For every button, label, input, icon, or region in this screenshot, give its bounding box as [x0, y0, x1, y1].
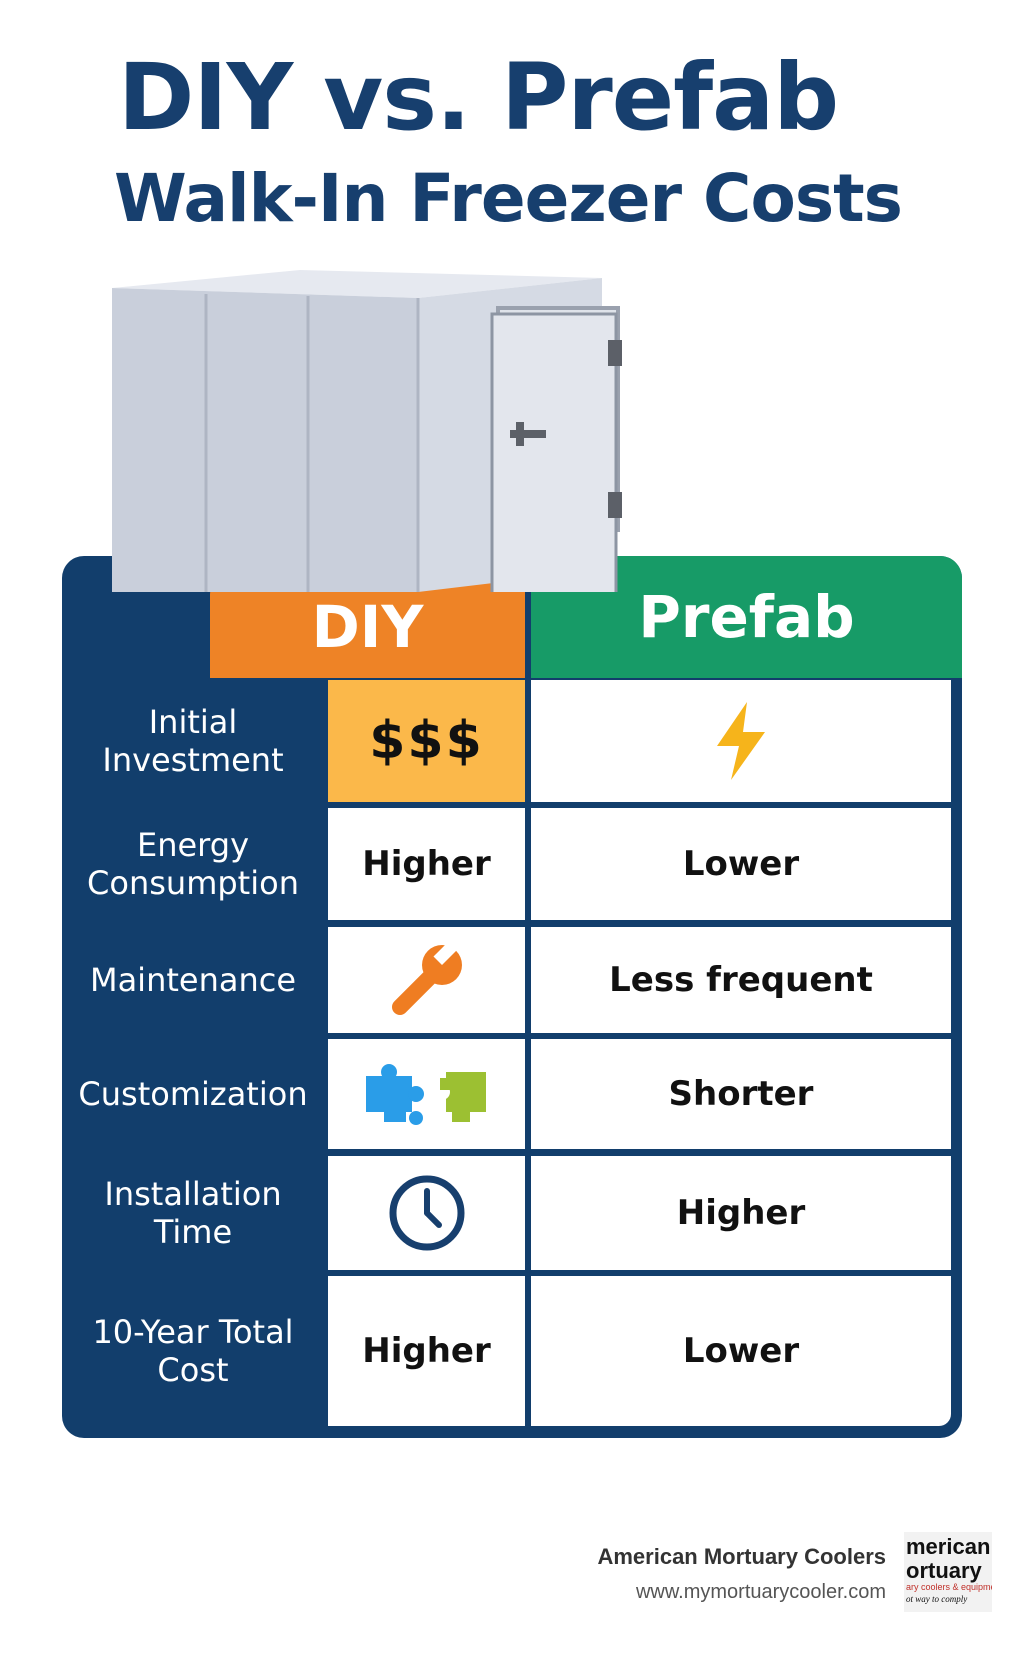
prefab-installation-time: Higher [531, 1156, 951, 1270]
puzzle-pieces-icon [365, 1064, 486, 1125]
row-label-customization: Customization [78, 1075, 308, 1113]
diy-customization [328, 1039, 525, 1149]
diy-installation-time [328, 1156, 525, 1270]
row-label-energy-consumption: Energy Consumption [87, 826, 299, 902]
prefab-10-year-total-cost: Lower [531, 1276, 951, 1426]
diy-initial-investment: $$$ [328, 680, 525, 802]
clock-icon [389, 1175, 464, 1251]
page-title-line1: DIY vs. Prefab [118, 44, 839, 151]
row-label-maintenance: Maintenance [89, 961, 297, 999]
lightning-bolt-icon [717, 702, 765, 780]
comparison-table: DIY Prefab Initial Investment $$$ Energy… [62, 556, 962, 1438]
diy-column-header: DIY [210, 576, 525, 678]
prefab-energy-consumption: Lower [531, 808, 951, 920]
company-logo: merican ortuary ary coolers & equipment … [904, 1532, 992, 1612]
footer-company-name: American Mortuary Coolers [597, 1544, 886, 1569]
diy-10-year-total-cost: Higher [328, 1276, 525, 1426]
wrench-icon [391, 939, 462, 1015]
diy-energy-consumption: Higher [328, 808, 525, 920]
walk-in-freezer-illustration [112, 270, 622, 592]
row-label-installation-time: Installation Time [104, 1175, 282, 1251]
diy-maintenance [328, 927, 525, 1033]
prefab-maintenance: Less frequent [531, 927, 951, 1033]
row-label-10-year-total-cost: 10-Year Total Cost [92, 1313, 294, 1389]
footer-url[interactable]: www.mymortuarycooler.com [635, 1581, 886, 1603]
prefab-initial-investment [531, 680, 951, 802]
prefab-customization: Shorter [531, 1039, 951, 1149]
row-label-initial-investment: Initial Investment [102, 703, 284, 779]
page-title-line2: Walk-In Freezer Costs [114, 160, 903, 237]
